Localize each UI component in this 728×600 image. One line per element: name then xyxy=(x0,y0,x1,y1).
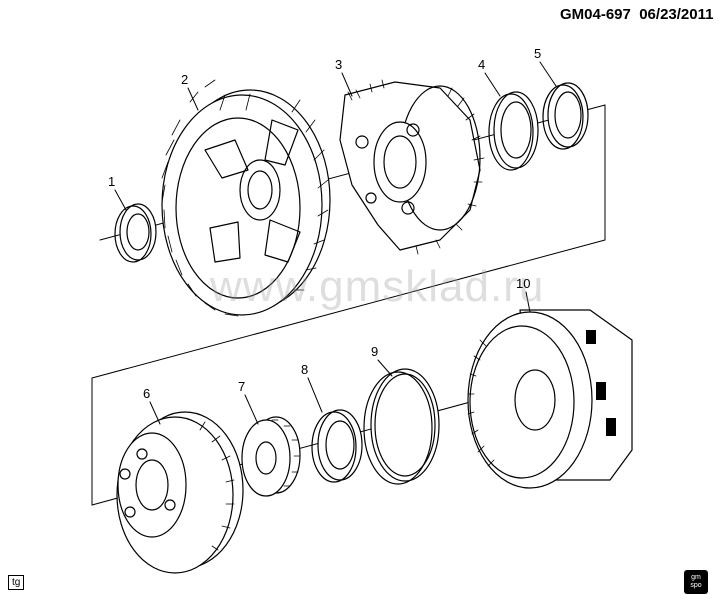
part-3-carrier-plate xyxy=(339,79,485,255)
part-10-ring-gear-housing xyxy=(467,309,633,489)
part-6-planetary-carrier xyxy=(116,411,244,574)
tg-tag: tg xyxy=(8,575,25,590)
callout-4: 4 xyxy=(478,57,486,72)
part-8-thrust-bearing xyxy=(311,409,363,483)
logo-top-text: gm xyxy=(691,574,701,581)
part-4-snap-ring xyxy=(488,91,539,171)
part-2-housing-drum xyxy=(161,79,331,317)
callout-7: 7 xyxy=(238,379,246,394)
connector-line xyxy=(91,239,606,379)
callout-5: 5 xyxy=(534,46,542,61)
callout-2: 2 xyxy=(181,72,189,87)
callout-3: 3 xyxy=(335,57,343,72)
watermark: www.gmsklad.ru xyxy=(210,262,545,311)
callout-10: 10 xyxy=(516,276,531,291)
callout-8: 8 xyxy=(301,362,309,377)
ref-id-text: GM04-697 xyxy=(560,6,631,23)
ref-date-text: 06/23/2011 xyxy=(639,6,714,23)
gm-spo-logo: gm spo xyxy=(684,570,708,594)
diagram-ref-id: GM04-697 06/23/2011 xyxy=(560,6,713,23)
part-9-retaining-ring xyxy=(363,368,440,485)
part-1-thrust-washer xyxy=(114,203,157,263)
leader-lines xyxy=(114,61,557,425)
callout-9: 9 xyxy=(371,344,379,359)
logo-bottom-text: spo xyxy=(690,582,702,589)
callout-1: 1 xyxy=(108,174,116,189)
callout-6: 6 xyxy=(143,386,151,401)
part-5-bearing xyxy=(542,82,589,150)
part-7-sun-gear xyxy=(241,416,301,497)
